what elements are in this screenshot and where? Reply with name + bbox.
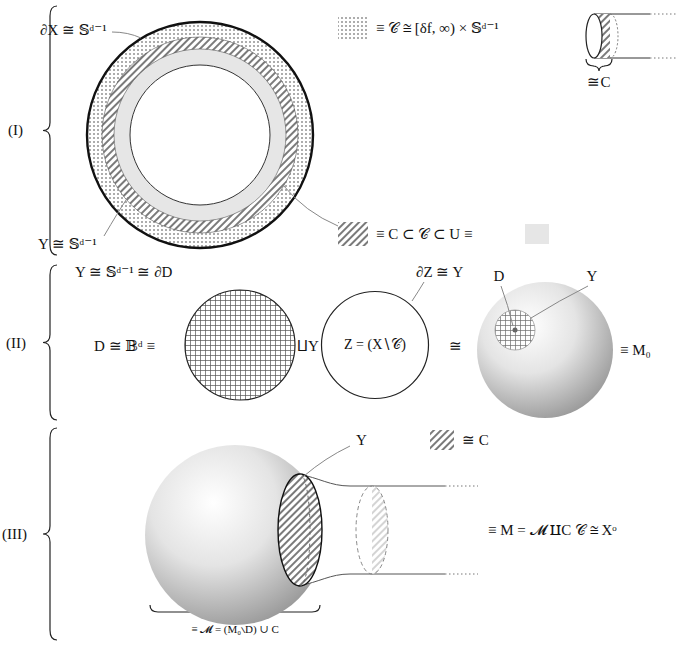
ball-d: [185, 290, 295, 400]
relation-symbol: ≅: [449, 337, 462, 355]
leader-line: [104, 197, 128, 236]
sphere: [477, 282, 613, 418]
row-number: (III): [2, 525, 27, 543]
dotted-collar: [100, 35, 301, 236]
disk-label: Z = (X∖𝒞): [344, 337, 406, 354]
band-edge: [114, 49, 286, 221]
row-number: (II): [6, 334, 26, 352]
boundary-label: Y ≅ 𝕊ᵈ⁻¹ ≅ ∂D: [75, 263, 172, 281]
disk-label: D: [494, 267, 505, 285]
collar-annulus: [87, 22, 313, 248]
leader-line: [112, 32, 141, 38]
hatched-swatch: [430, 430, 454, 450]
collar-y: [300, 474, 310, 586]
tube-edge: [298, 474, 445, 486]
row-brace: [43, 428, 57, 640]
sphere: [145, 445, 325, 625]
boundary-label: ∂X ≅ 𝕊ᵈ⁻¹: [40, 21, 107, 39]
dotted-swatch: [338, 15, 368, 40]
leader-line: [531, 286, 588, 318]
collar-label: ≅ C: [462, 431, 489, 449]
cylinder-label: ≅C: [587, 73, 610, 91]
tube-edge: [298, 574, 445, 586]
row-number: (I): [8, 121, 23, 139]
tube-edge: [445, 486, 478, 574]
leader-line: [412, 282, 424, 301]
leader-line: [283, 185, 338, 226]
span-brace: [586, 59, 612, 71]
boundary-label: ∂Z ≅ Y: [416, 263, 463, 281]
row-brace: [43, 265, 57, 420]
row-brace: [43, 6, 612, 640]
leader-line: [304, 446, 350, 476]
manifold-label: ≡ 𝓜 = (M₀∖D) ∪ C: [191, 623, 279, 636]
cylinder-edge: [650, 58, 678, 59]
grey-swatch: [525, 224, 549, 244]
sphere-label: Y ≅ 𝕊ᵈ⁻¹: [38, 235, 97, 253]
collar-definition: ≡ 𝒞 ≅ [δf, ∞) × 𝕊ᵈ⁻¹: [376, 19, 499, 37]
cylinder-edge: [610, 14, 618, 58]
manifold-label: ≡ M = 𝓜 ⨿C 𝒞 ≅ Xᵒ: [488, 521, 617, 539]
hatched-band: [108, 43, 292, 227]
hatched-swatch: [338, 222, 368, 246]
cylinder-edge: [650, 14, 678, 15]
disk-d: [495, 310, 535, 350]
inner-circle: [130, 65, 270, 205]
sphere-label: Y: [587, 267, 598, 285]
row-brace: [43, 6, 57, 255]
gluing-symbol: ⨿Y: [297, 337, 319, 355]
leader-line: [104, 32, 338, 236]
disk-outline: [322, 292, 429, 399]
band-edge: [102, 37, 298, 233]
center-dot: [513, 328, 518, 333]
sphere-label: Y: [356, 431, 367, 449]
collar-end: [372, 486, 388, 574]
leader-line: [412, 282, 588, 326]
manifold-m: [145, 445, 478, 625]
manifold-label: ≡ M₀: [620, 341, 651, 359]
sphere-m0: [477, 282, 613, 418]
boundary-circle: [87, 22, 313, 248]
cylinder-end: [586, 14, 602, 58]
cylinder-icon: [586, 14, 678, 58]
u-region: [109, 44, 292, 227]
complement-disk: Z = (X∖𝒞): [320, 290, 430, 400]
leader-line: [501, 286, 513, 326]
collar-y: [278, 474, 322, 586]
inclusion-label: ≡ C ⊂ 𝒞 ⊂ U ≡: [376, 225, 472, 243]
ball-label: D ≅ 𝔹ᵈ ≡: [94, 337, 155, 355]
collar-end: [356, 486, 388, 574]
